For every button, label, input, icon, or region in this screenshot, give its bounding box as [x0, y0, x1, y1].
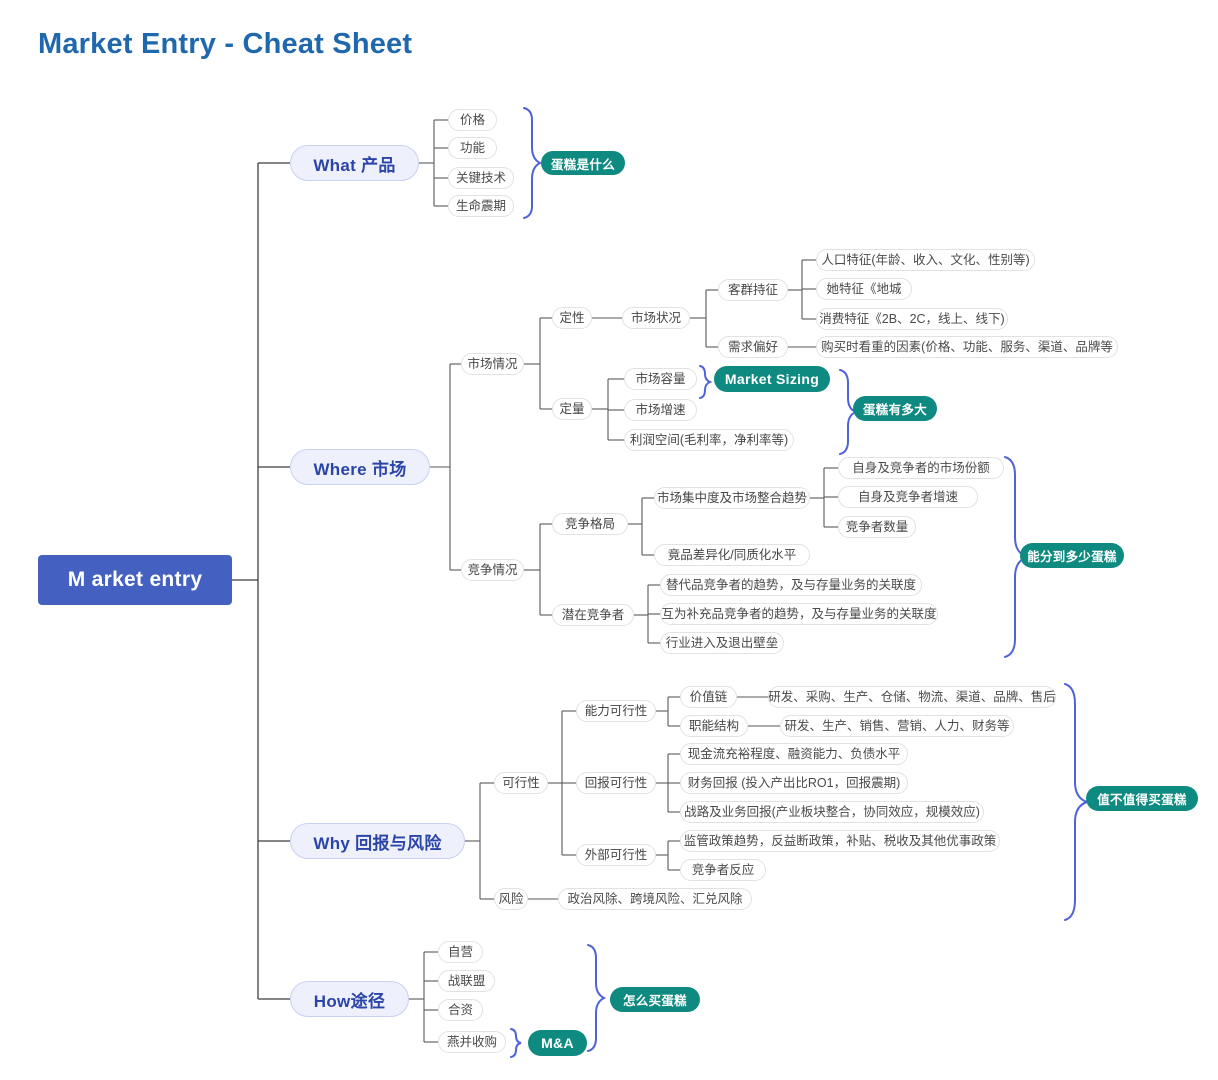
node-functional-structure[interactable]: 职能结构	[680, 715, 748, 737]
tag-how-big-cake[interactable]: 蛋糕有多大	[853, 396, 937, 421]
leaf-concentration-0[interactable]: 自身及竞争者的市场份额	[838, 457, 1004, 479]
leaf-risk-detail[interactable]: 政治风除、跨境风险、汇兑风除	[558, 888, 752, 910]
tag-market-sizing[interactable]: Market Sizing	[714, 366, 830, 392]
tag-worth-buying[interactable]: 值不值得买蛋糕	[1086, 786, 1198, 811]
leaf-customer-trait-1[interactable]: 她特征《地城	[816, 278, 912, 300]
leaf-potential-0[interactable]: 替代品竞争者的趋势，及与存量业务的关联度	[660, 574, 922, 596]
leaf-return-0[interactable]: 现金流充裕程度、融资能力、负债水平	[680, 743, 908, 765]
node-qualitative[interactable]: 定性	[552, 307, 592, 329]
leaf-what-1[interactable]: 功能	[448, 137, 497, 159]
node-competitive-landscape[interactable]: 竞争格局	[552, 513, 628, 535]
node-quantitative[interactable]: 定量	[552, 398, 592, 420]
leaf-customer-trait-0[interactable]: 人口特征(年龄、收入、文化、性别等)	[816, 249, 1035, 271]
page-title: Market Entry - Cheat Sheet	[38, 28, 413, 60]
node-potential-competitors[interactable]: 潜在竞争者	[552, 604, 634, 626]
branch-why[interactable]: Why 回报与风险	[290, 823, 465, 859]
node-market-situation[interactable]: 市场情况	[461, 353, 524, 375]
leaf-what-2[interactable]: 关键技术	[448, 167, 514, 189]
leaf-what-3[interactable]: 生命震期	[448, 195, 514, 217]
tag-how-much-share[interactable]: 能分到多少蛋糕	[1020, 543, 1124, 568]
node-competition[interactable]: 竞争情况	[461, 559, 524, 581]
node-return-feasibility[interactable]: 回报可行性	[576, 772, 656, 794]
leaf-concentration-2[interactable]: 竞争者数量	[838, 516, 916, 538]
branch-where[interactable]: Where 市场	[290, 449, 430, 485]
node-value-chain[interactable]: 价值链	[680, 686, 737, 708]
leaf-potential-2[interactable]: 行业进入及退出壁垒	[660, 632, 784, 654]
node-external-feasibility[interactable]: 外部可行性	[576, 844, 656, 866]
tag-how-to-buy[interactable]: 怎么买蛋糕	[610, 987, 700, 1012]
node-feasibility[interactable]: 可行性	[494, 772, 548, 794]
leaf-value-chain-detail[interactable]: 研发、采购、生产、仓储、物流、渠道、品牌、售后	[768, 686, 1056, 708]
tag-what-is-cake[interactable]: 蛋糕是什么	[541, 151, 625, 175]
node-risk[interactable]: 风险	[494, 888, 528, 910]
tag-m-and-a[interactable]: M&A	[528, 1030, 587, 1056]
leaf-quant-2[interactable]: 利润空间(毛利率，净利率等)	[624, 429, 794, 451]
root-node[interactable]: M arket entry	[38, 555, 232, 605]
leaf-customer-trait-2[interactable]: 消费特征《2B、2C，线上、线下)	[816, 308, 1008, 330]
leaf-external-1[interactable]: 竞争者反应	[680, 859, 766, 881]
leaf-how-3[interactable]: 燕并收购	[438, 1031, 506, 1053]
node-market-concentration[interactable]: 市场集中度及市场整合趋势	[654, 487, 810, 509]
node-capability-feasibility[interactable]: 能力可行性	[576, 700, 656, 722]
leaf-external-0[interactable]: 监管政策趋势，反益断政策，补贴、税收及其他优事政策	[680, 830, 1000, 852]
leaf-return-1[interactable]: 财务回报 (投入产出比RO1，回报震期)	[680, 772, 908, 794]
leaf-quant-0[interactable]: 市场容量	[624, 368, 697, 390]
node-demand-preference[interactable]: 需求偏好	[718, 336, 788, 358]
node-customer-traits[interactable]: 客群持征	[718, 279, 788, 301]
node-market-status[interactable]: 市场状况	[622, 307, 690, 329]
leaf-quant-1[interactable]: 市场增速	[624, 399, 697, 421]
branch-what[interactable]: What 产品	[290, 145, 419, 181]
leaf-concentration-1[interactable]: 自身及竞争者增速	[838, 486, 978, 508]
leaf-what-0[interactable]: 价格	[448, 109, 497, 131]
leaf-demand-preference-0[interactable]: 购买时看重的因素(价格、功能、服务、渠道、品牌等	[816, 336, 1118, 358]
leaf-differentiation[interactable]: 竟品差异化/同质化水平	[654, 544, 810, 566]
branch-how[interactable]: How途径	[290, 981, 409, 1017]
leaf-functional-structure-detail[interactable]: 研发、生产、销售、营销、人力、财务等	[780, 715, 1014, 737]
leaf-how-2[interactable]: 合资	[438, 999, 483, 1021]
leaf-potential-1[interactable]: 互为补充品竞争者的趋势，及与存量业务的关联度	[660, 603, 938, 625]
leaf-return-2[interactable]: 战路及业务回报(产业板块整合，协同效应，规模效应)	[680, 801, 984, 823]
leaf-how-0[interactable]: 自营	[438, 941, 483, 963]
leaf-how-1[interactable]: 战联盟	[438, 970, 495, 992]
